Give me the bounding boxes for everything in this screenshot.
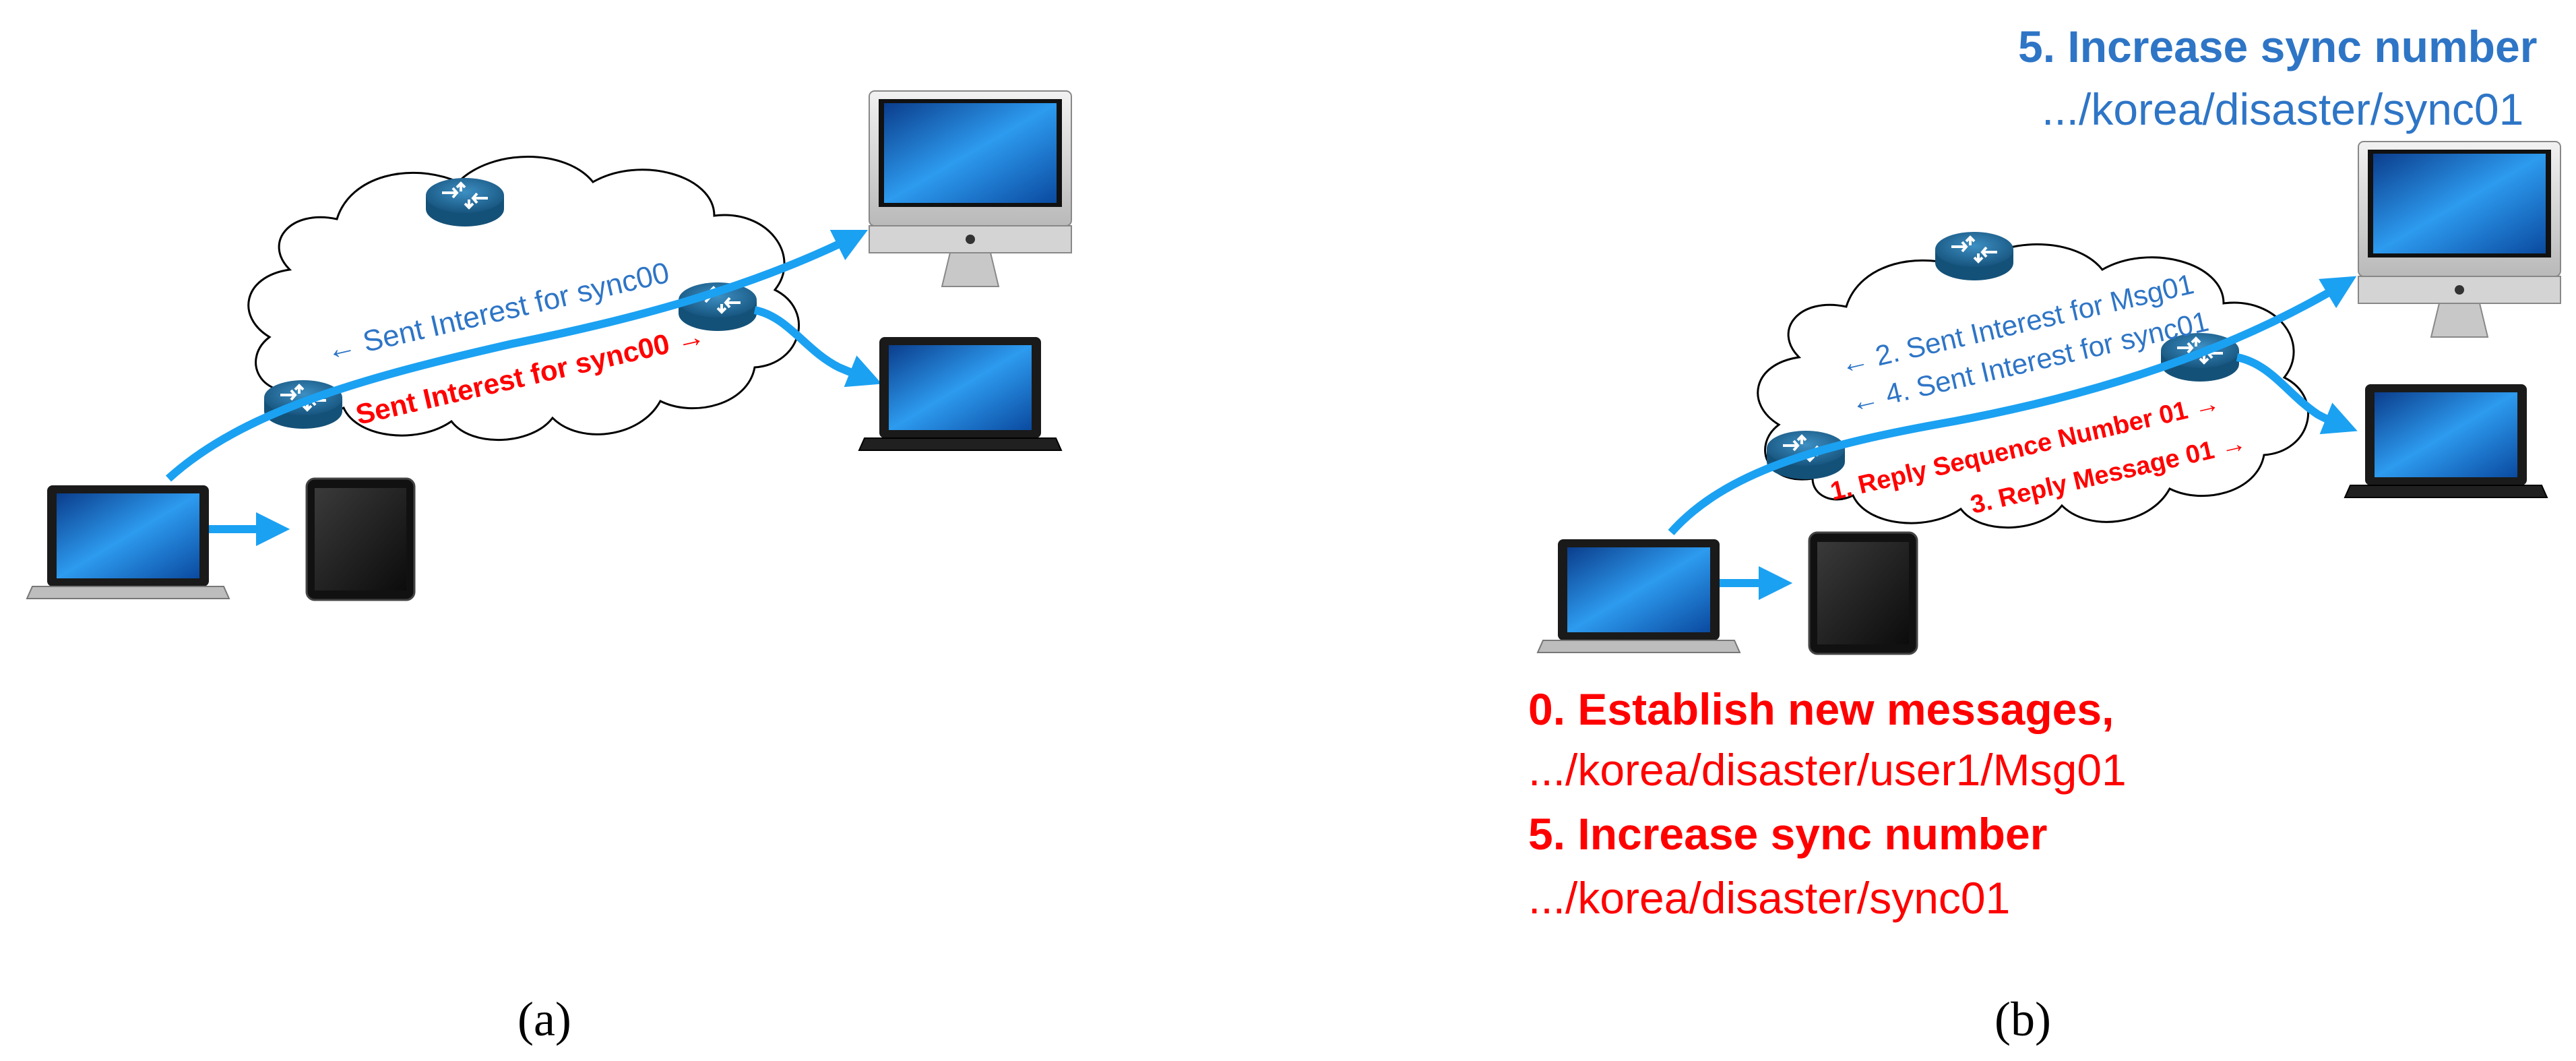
laptop-icon [1537, 539, 1740, 653]
top-note-path: .../korea/disaster/sync01 [2042, 84, 2523, 134]
bottom-note-path-1: .../korea/disaster/user1/Msg01 [1528, 745, 2127, 795]
flow-arrow [753, 306, 882, 388]
top-note-title: 5. Increase sync number [2018, 22, 2537, 71]
cloud-icon [247, 156, 800, 441]
imac-icon [2358, 141, 2561, 338]
laptop-icon [2344, 384, 2548, 498]
bottom-note-title-1: 0. Establish new messages, [1528, 684, 2114, 734]
bottom-note-title-2: 5. Increase sync number [1528, 809, 2047, 859]
flow-arrow [165, 229, 869, 482]
panel-b: 5. Increase sync number .../korea/disast… [1528, 22, 2561, 1046]
cloud-icon [1757, 243, 2310, 528]
caption-b: (b) [1994, 992, 2051, 1046]
caption-a: (a) [517, 992, 571, 1046]
laptop-icon [26, 485, 230, 599]
flow-arrow [1668, 276, 2357, 535]
tablet-icon [305, 477, 416, 601]
bottom-note-path-2: .../korea/disaster/sync01 [1528, 873, 2010, 923]
router-icon [425, 177, 505, 228]
laptop-icon [858, 336, 1062, 451]
panel-a: ← Sent Interest for sync00 Sent Interest… [26, 90, 1072, 1046]
flow-arrow [2236, 353, 2358, 435]
tablet-icon [1808, 531, 1918, 655]
imac-icon [869, 90, 1072, 287]
router-icon [1934, 231, 2015, 282]
